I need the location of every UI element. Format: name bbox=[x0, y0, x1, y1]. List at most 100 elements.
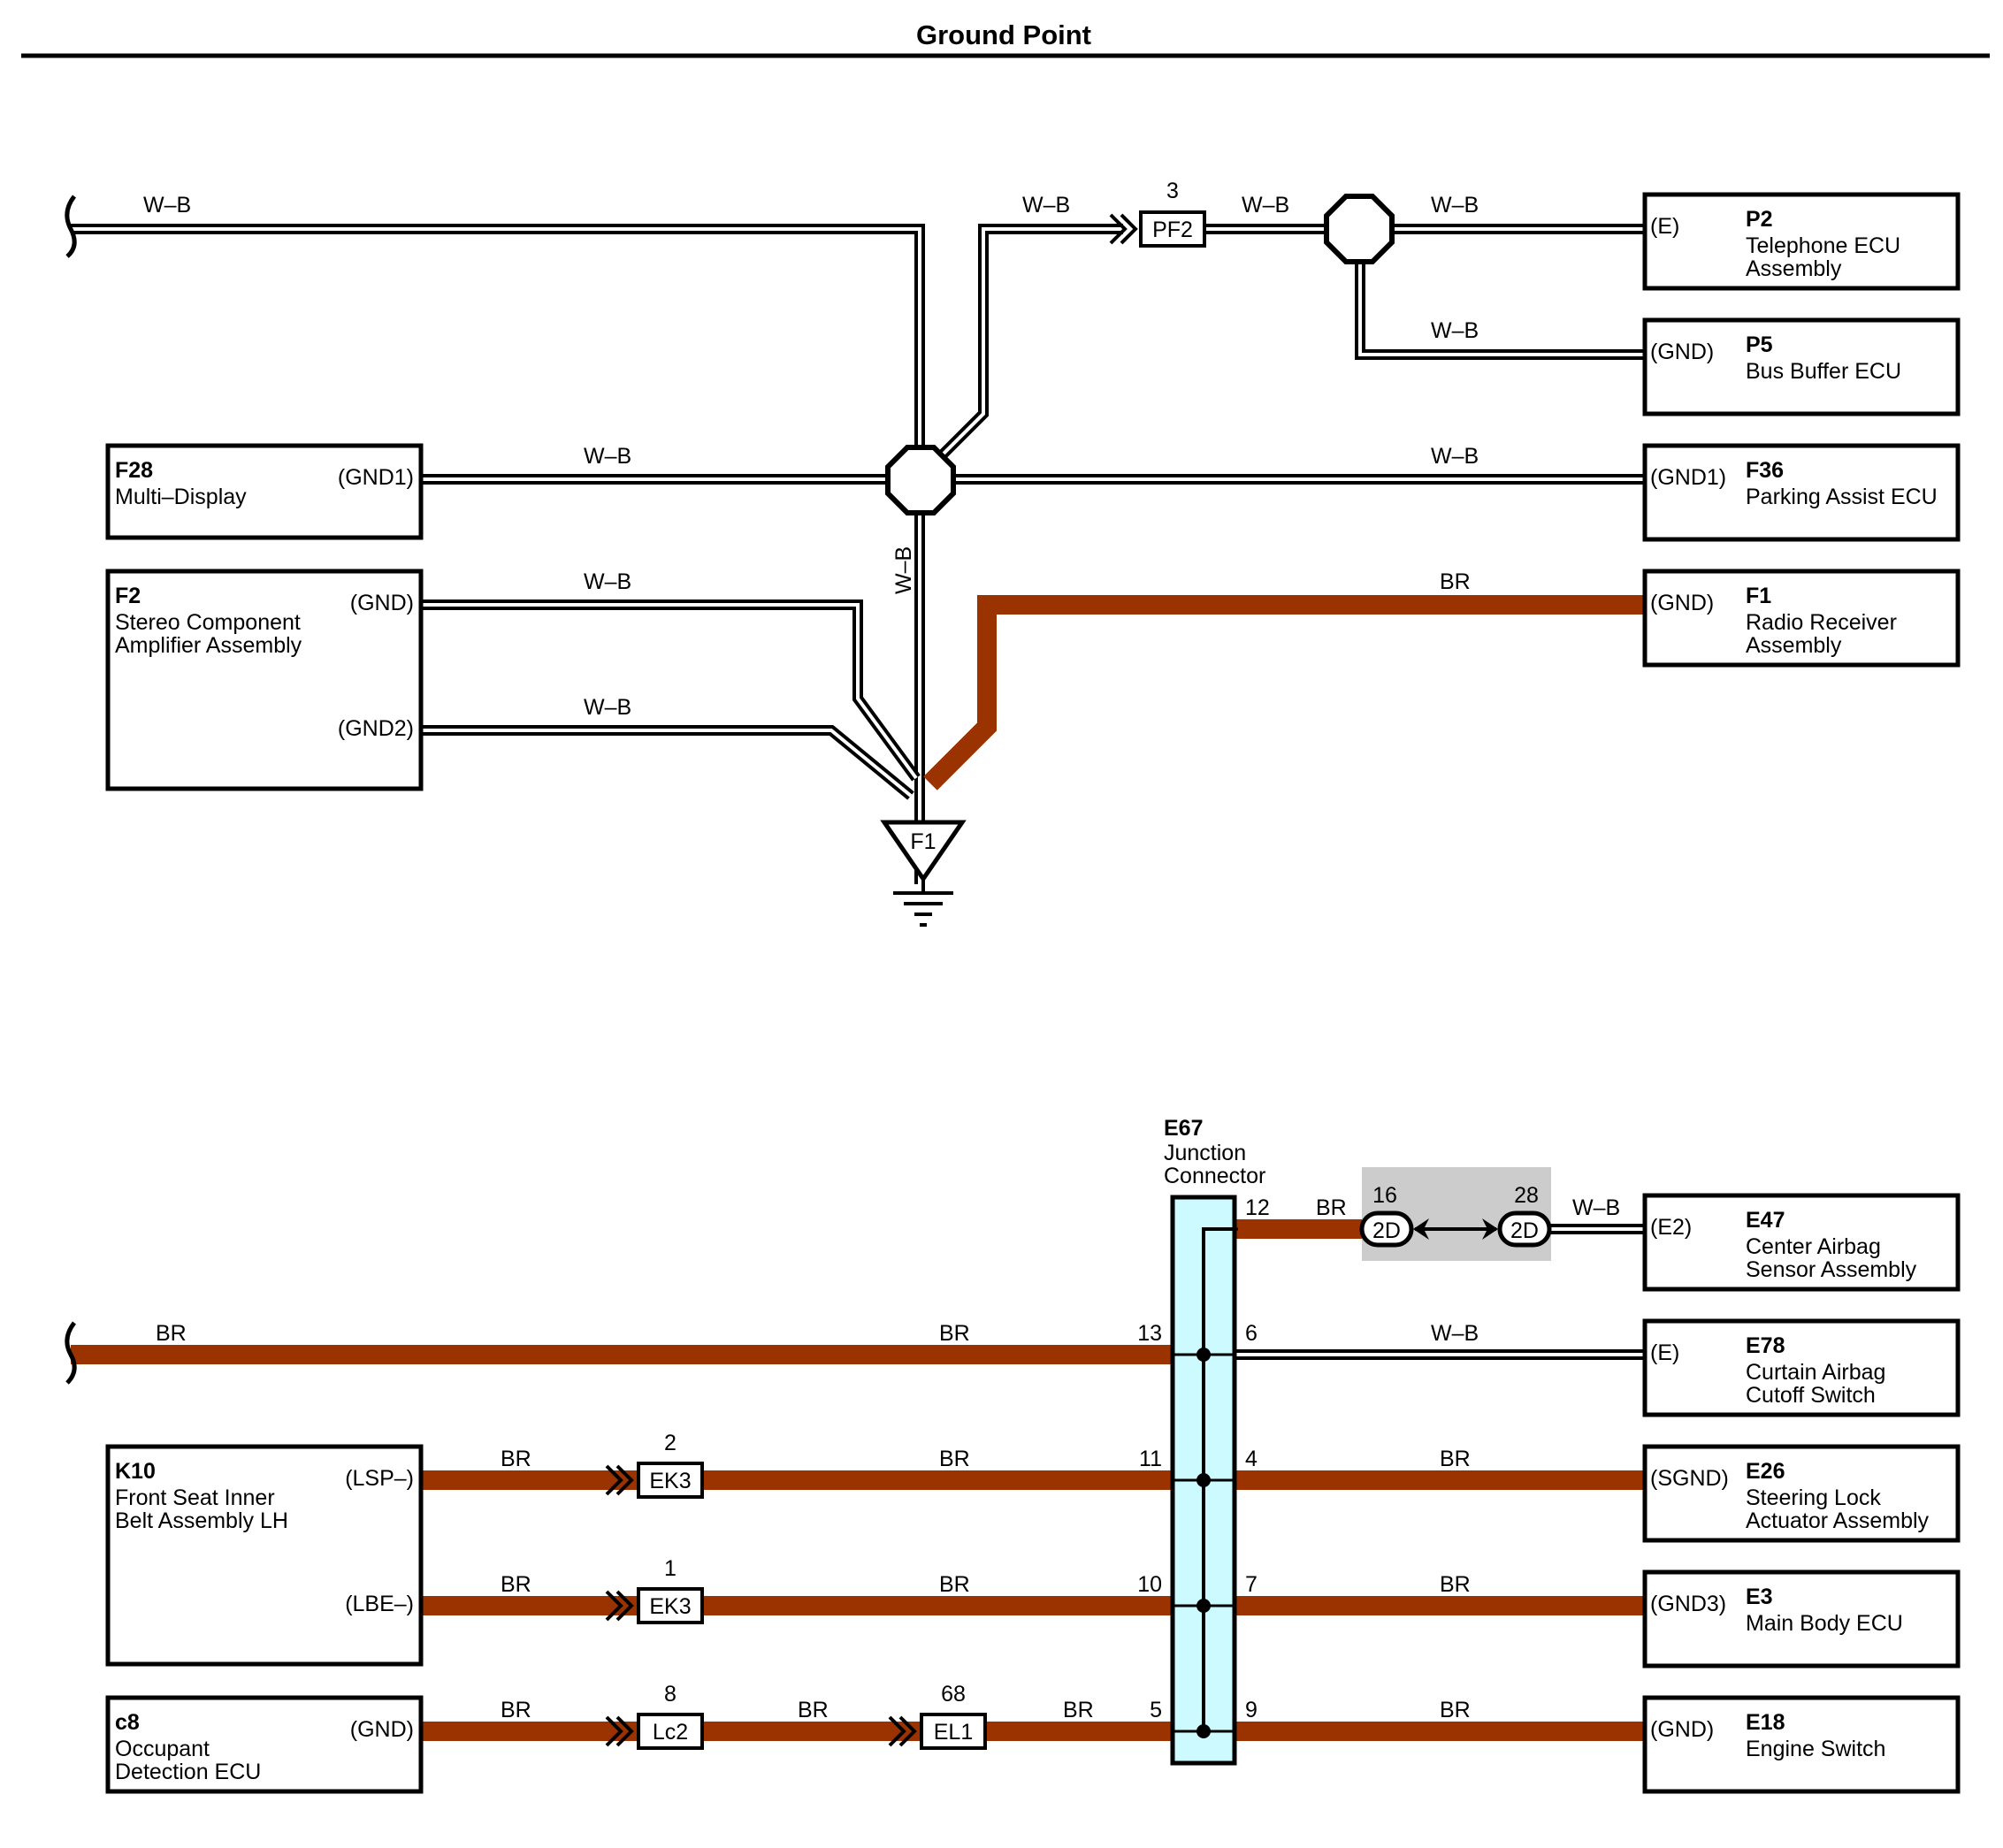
upper-wire-labels: W–B W–B W–B W–B W–B W–B W–B W–B W–B BR W… bbox=[143, 193, 1479, 720]
wire-label: BR bbox=[501, 1447, 531, 1471]
junction-pin: 10 bbox=[1137, 1572, 1162, 1597]
splice-octagon-right bbox=[1324, 194, 1395, 264]
component-code: E18 bbox=[1746, 1710, 1785, 1735]
wire-label: BR bbox=[501, 1572, 531, 1597]
pin-label: (GND1) bbox=[338, 465, 414, 490]
connector-pin: 16 bbox=[1372, 1183, 1397, 1208]
lower-wire-labels: BR BR BR BR BR BR BR BR BR BR W–B W–B BR… bbox=[156, 1195, 1620, 1722]
component-code: K10 bbox=[115, 1459, 156, 1484]
wire-break-lower bbox=[65, 1321, 77, 1385]
connector-2d-pair: 2D 16 2D 28 bbox=[1359, 1183, 1552, 1248]
connector-label: 2D bbox=[1510, 1218, 1539, 1243]
component-name: Multi–Display bbox=[115, 485, 247, 509]
ground-point-f1: F1 bbox=[880, 820, 967, 927]
connector-pin: 28 bbox=[1514, 1183, 1539, 1208]
component-k10: K10 Front Seat Inner Belt Assembly LH (L… bbox=[105, 1444, 424, 1667]
wire-label: BR bbox=[798, 1698, 829, 1722]
connector-ek3-1: EK3 1 bbox=[605, 1556, 704, 1624]
wire-label: W–B bbox=[1431, 193, 1479, 218]
component-name: Parking Assist ECU bbox=[1746, 485, 1938, 509]
component-code: F1 bbox=[1746, 584, 1771, 608]
wire-wb-left-incoming bbox=[71, 224, 925, 884]
junction-code: E67 bbox=[1164, 1116, 1203, 1141]
ground-label: F1 bbox=[910, 829, 936, 854]
wire-label: BR bbox=[939, 1572, 970, 1597]
pin-label: (SGND) bbox=[1650, 1466, 1729, 1491]
pin-label: (GND) bbox=[1650, 1717, 1714, 1742]
wire-label: BR bbox=[1440, 1698, 1471, 1722]
connector-pin: 2 bbox=[664, 1431, 677, 1455]
junction-name: Connector bbox=[1164, 1164, 1265, 1188]
component-e78: (E) E78 Curtain Airbag Cutoff Switch bbox=[1642, 1318, 1961, 1417]
pin-label: (GND2) bbox=[338, 716, 414, 741]
wire-wb-f2-gnd bbox=[421, 599, 921, 782]
junction-pin: 4 bbox=[1245, 1447, 1258, 1471]
component-name: Curtain Airbag bbox=[1746, 1360, 1885, 1385]
component-code: P5 bbox=[1746, 332, 1773, 357]
connector-pin: 8 bbox=[664, 1682, 677, 1707]
connector-label: 2D bbox=[1372, 1218, 1401, 1243]
pin-label: (GND3) bbox=[1650, 1592, 1726, 1616]
wire-label: W–B bbox=[143, 193, 191, 218]
junction-pin: 7 bbox=[1245, 1572, 1258, 1597]
component-f36: (GND1) F36 Parking Assist ECU bbox=[1642, 443, 1961, 542]
component-code: c8 bbox=[115, 1710, 140, 1735]
junction-pin: 12 bbox=[1245, 1195, 1270, 1220]
wire-label: BR bbox=[1316, 1195, 1347, 1220]
wire-label: W–B bbox=[584, 569, 631, 594]
component-e3: (GND3) E3 Main Body ECU bbox=[1642, 1569, 1961, 1669]
pin-label: (LBE–) bbox=[345, 1592, 414, 1616]
wire-label: BR bbox=[1063, 1698, 1094, 1722]
lower-wires bbox=[71, 1219, 1645, 1741]
component-code: F36 bbox=[1746, 458, 1784, 483]
connector-pin: 3 bbox=[1166, 179, 1179, 203]
wire-label: W–B bbox=[1022, 193, 1070, 218]
component-name: Radio Receiver bbox=[1746, 610, 1897, 635]
component-p5: (GND) P5 Bus Buffer ECU bbox=[1642, 317, 1961, 416]
component-f28: F28 Multi–Display (GND1) bbox=[105, 443, 424, 540]
component-name: Amplifier Assembly bbox=[115, 633, 302, 658]
component-name: Sensor Assembly bbox=[1746, 1257, 1917, 1282]
junction-name: Junction bbox=[1164, 1141, 1246, 1165]
pin-label: (E) bbox=[1650, 1340, 1679, 1365]
component-c8: c8 Occupant Detection ECU (GND) bbox=[105, 1695, 424, 1794]
connector-pin: 68 bbox=[941, 1682, 966, 1707]
connector-pf2: PF2 3 bbox=[1109, 179, 1206, 248]
pin-label: (GND) bbox=[1650, 340, 1714, 364]
pin-label: (GND) bbox=[350, 591, 414, 615]
splice-octagon-center bbox=[885, 445, 956, 515]
component-e18: (GND) E18 Engine Switch bbox=[1642, 1695, 1961, 1794]
wire-label: W–B bbox=[1431, 444, 1479, 469]
component-code: F28 bbox=[115, 458, 153, 483]
component-e47: (E2) E47 Center Airbag Sensor Assembly bbox=[1642, 1193, 1961, 1292]
wire-label: BR bbox=[1440, 1572, 1471, 1597]
component-name: Main Body ECU bbox=[1746, 1611, 1903, 1636]
connector-el1: EL1 68 bbox=[888, 1682, 987, 1750]
component-name: Bus Buffer ECU bbox=[1746, 359, 1901, 384]
pin-label: (LSP–) bbox=[345, 1466, 414, 1491]
wire-label: W–B bbox=[584, 444, 631, 469]
wire-label: W–B bbox=[584, 695, 631, 720]
component-code: E3 bbox=[1746, 1585, 1773, 1609]
wire-label: BR bbox=[939, 1321, 970, 1346]
component-name: Occupant bbox=[115, 1737, 210, 1761]
component-name: Assembly bbox=[1746, 256, 1842, 281]
component-name: Belt Assembly LH bbox=[115, 1508, 288, 1533]
component-code: F2 bbox=[115, 584, 141, 608]
component-code: P2 bbox=[1746, 207, 1773, 232]
upper-wires bbox=[71, 224, 1645, 884]
wire-label: W–B bbox=[1242, 193, 1289, 218]
wire-label: BR bbox=[939, 1447, 970, 1471]
component-name: Actuator Assembly bbox=[1746, 1508, 1930, 1533]
wire-wb-to-p5 bbox=[1355, 248, 1645, 360]
component-name: Assembly bbox=[1746, 633, 1842, 658]
component-name: Steering Lock bbox=[1746, 1485, 1881, 1510]
component-name: Telephone ECU bbox=[1746, 233, 1900, 258]
connector-label: EL1 bbox=[934, 1720, 973, 1745]
connector-label: PF2 bbox=[1152, 218, 1193, 242]
wire-wb-f2-gnd2 bbox=[421, 725, 914, 800]
component-code: E26 bbox=[1746, 1459, 1785, 1484]
component-name: Center Airbag bbox=[1746, 1234, 1881, 1259]
junction-pin: 13 bbox=[1137, 1321, 1162, 1346]
